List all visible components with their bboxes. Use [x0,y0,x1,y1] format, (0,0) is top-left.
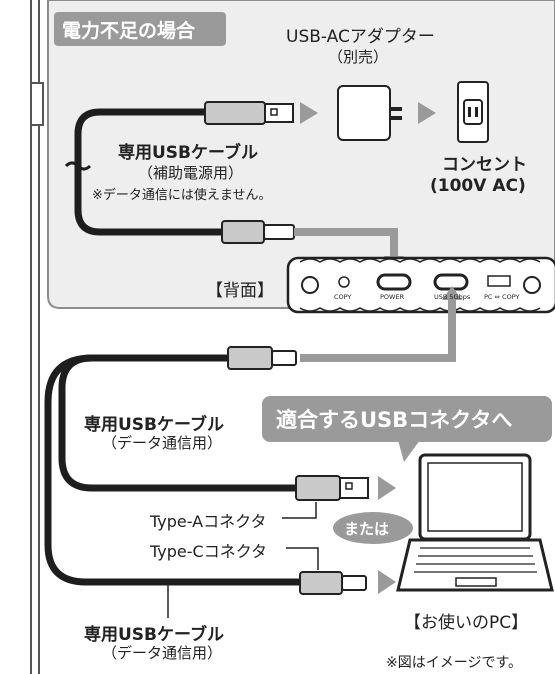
aux-cable [74,108,222,236]
aux-cable-sub: （補助電源用） [138,164,244,182]
data-cable-c [44,354,300,586]
power-path [294,228,398,258]
leader-type-c [286,547,319,570]
data-usb-c-connector-top [227,346,297,370]
arrow-a-to-pc [378,476,396,500]
footnote: ※図はイメージです。 [386,655,523,671]
type-c-connector [299,571,367,595]
device-back [286,256,555,314]
type-a-connector [295,475,369,501]
or-badge: または [344,520,390,538]
arrow-to-adapter [300,102,318,124]
type-c-label: Type-Cコネクタ [150,542,268,561]
callout-text: 適合するUSBコネクタへ [276,408,513,432]
switch-label: PC ⇔ COPY [484,293,520,301]
aux-usb-c-connector [221,220,295,244]
wall-outlet [457,81,489,143]
port-copy-label: COPY [334,293,352,301]
aux-cable-note: ※データ通信には使えません。 [92,188,272,203]
data-cable-2-title: 専用USBケーブル [84,625,224,645]
adapter-note: （別売） [328,48,389,66]
port-power-label: POWER [380,293,405,301]
leader-type-a [282,502,317,519]
data-cable-1-sub: （データ通信用） [102,434,223,452]
port-usb-label: USB 5Gbps [434,293,471,301]
data-arrow [442,286,462,300]
aux-usb-a-connector [204,101,294,125]
or-badge-shape [333,512,413,544]
arrow-c-to-pc [378,570,396,594]
outlet-title: コンセント [442,155,527,175]
margin-line [30,0,40,674]
adapter-title: USB-ACアダプター [286,27,435,47]
data-cable-2-sub: （データ通信用） [102,644,223,662]
arrow-to-outlet [418,102,436,124]
data-path [300,290,456,362]
panel-title-tab [54,12,226,46]
callout-bubble [262,396,552,462]
ac-adapter [337,85,402,141]
margin-tick [30,82,44,126]
laptop-icon [396,453,554,592]
pc-label: 【お使いのPC】 [404,613,529,633]
aux-cable-title: 専用USBケーブル [118,143,258,163]
back-label: 【背面】 [206,281,274,301]
outlet-spec: (100V AC) [430,176,526,196]
data-cable-1-title: 専用USBケーブル [84,415,224,435]
cable-break [64,161,92,171]
panel-title: 電力不足の場合 [62,20,196,42]
type-a-label: Type-Aコネクタ [150,512,267,531]
